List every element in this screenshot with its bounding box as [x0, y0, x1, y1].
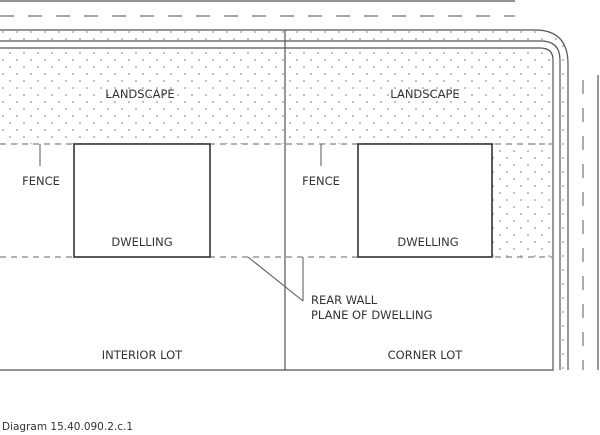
landscape-label-corner: LANDSCAPE [390, 87, 459, 101]
dwelling-interior [73, 143, 211, 258]
lot-label-interior: INTERIOR LOT [102, 348, 183, 362]
diagram-caption: Diagram 15.40.090.2.c.1 [2, 421, 133, 433]
rear-wall-label-line1: REAR WALL [311, 293, 378, 307]
curb-outer [0, 29, 569, 370]
lot-label-corner: CORNER LOT [388, 348, 464, 362]
dwelling-label-interior: DWELLING [111, 235, 172, 249]
dwelling-label-corner: DWELLING [397, 235, 458, 249]
curb-inner [0, 40, 561, 370]
fence-label-interior: FENCE [22, 174, 60, 188]
landscape-area-interior [0, 48, 285, 144]
dwelling-corner [357, 143, 493, 258]
property-line [0, 47, 554, 371]
landscape-label-interior: LANDSCAPE [105, 87, 174, 101]
rear-wall-leader-diagonal [247, 256, 304, 302]
landscape-area-corner [285, 48, 553, 257]
fence-label-corner: FENCE [302, 174, 340, 188]
rear-wall-label-line2: PLANE OF DWELLING [311, 308, 433, 322]
